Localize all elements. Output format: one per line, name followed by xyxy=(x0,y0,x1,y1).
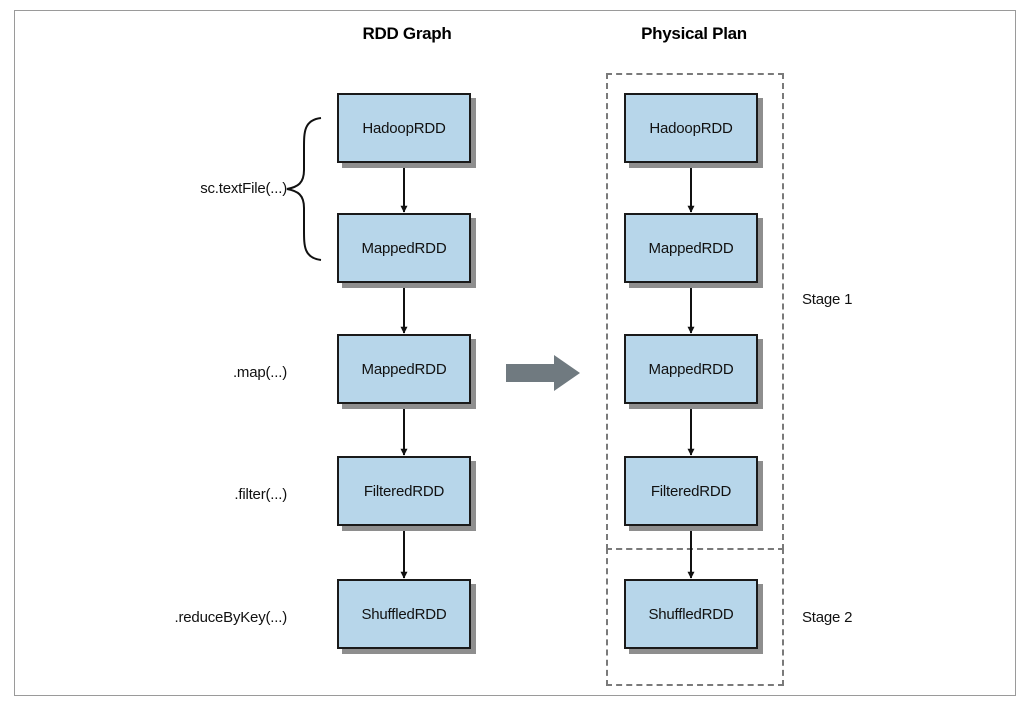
right-arrow-icon xyxy=(506,355,580,391)
rdd-node-filteredrdd: FilteredRDD xyxy=(337,456,471,526)
stage-1-label: Stage 1 xyxy=(802,291,853,308)
label-filter: .filter(...) xyxy=(234,486,287,503)
stage-2-box xyxy=(606,548,784,686)
rdd-node-mappedrdd-2: MappedRDD xyxy=(337,334,471,404)
rdd-node-mappedrdd-1: MappedRDD xyxy=(337,213,471,283)
plan-node-filteredrdd: FilteredRDD xyxy=(624,456,758,526)
label-reduce-by-key: .reduceByKey(...) xyxy=(174,609,288,626)
label-text-file: sc.textFile(...) xyxy=(200,180,287,197)
plan-node-mappedrdd-1: MappedRDD xyxy=(624,213,758,283)
label-map: .map(...) xyxy=(232,364,287,381)
plan-node-hadooprdd: HadoopRDD xyxy=(624,93,758,163)
curly-brace-icon xyxy=(286,117,322,261)
plan-node-mappedrdd-2: MappedRDD xyxy=(624,334,758,404)
diagram-frame xyxy=(14,10,1016,696)
plan-node-shuffledrdd: ShuffledRDD xyxy=(624,579,758,649)
rdd-node-hadooprdd: HadoopRDD xyxy=(337,93,471,163)
stage-2-label: Stage 2 xyxy=(802,609,853,626)
rdd-graph-heading: RDD Graph xyxy=(362,24,452,43)
rdd-node-shuffledrdd: ShuffledRDD xyxy=(337,579,471,649)
physical-plan-heading: Physical Plan xyxy=(641,24,747,43)
